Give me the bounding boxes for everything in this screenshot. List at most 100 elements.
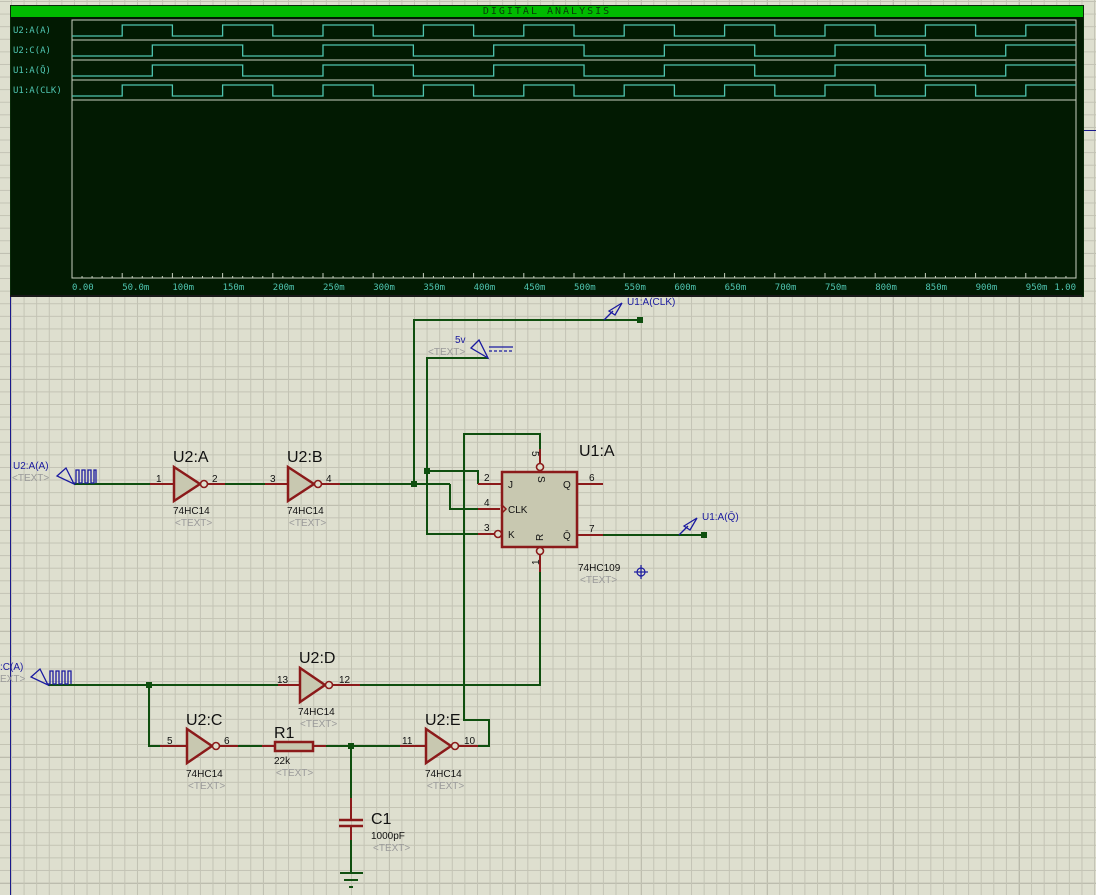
u2b-pin-in: 3 <box>270 474 276 485</box>
u2a-ref: U2:A <box>173 449 209 466</box>
u1a-label-k: K <box>508 530 515 541</box>
u1a-pin-k: 3 <box>484 523 490 534</box>
x-tick-label: 500m <box>574 283 596 293</box>
u2a-pin-out: 2 <box>212 474 218 485</box>
inverter-u2e[interactable]: U2:E 11 10 74HC14 <TEXT> <box>400 712 478 792</box>
wires <box>48 319 704 872</box>
generator-u2a-label: U2:A(A) <box>13 461 49 472</box>
trace-waveform <box>72 44 1076 57</box>
u2c-ref: U2:C <box>186 712 222 729</box>
x-tick-label: 700m <box>775 283 797 293</box>
u2d-pin-in: 13 <box>277 675 289 686</box>
x-tick-label: 650m <box>725 283 747 293</box>
x-tick-label: 1.00 <box>1054 283 1076 293</box>
x-tick-label: 950m <box>1026 283 1048 293</box>
u1a-pin-j: 2 <box>484 473 490 484</box>
trace-label[interactable]: U2:A(A) <box>13 26 51 36</box>
u1a-label-qbar: Q̄ <box>563 529 571 542</box>
x-tick-label: 750m <box>825 283 847 293</box>
u2d-pin-out: 12 <box>339 675 351 686</box>
x-tick-label: 400m <box>474 283 496 293</box>
sheet-border-left <box>10 294 11 895</box>
flipflop-u1a[interactable]: U1:A J CLK K S R Q Q̄ 2 4 3 5 1 6 7 74HC… <box>478 443 621 586</box>
x-tick-label: 0.00 <box>72 283 94 293</box>
u2d-ref: U2:D <box>299 650 335 667</box>
u2b-pin-out: 4 <box>326 474 332 485</box>
u1a-pin-qbar: 7 <box>589 524 595 535</box>
x-tick-label: 300m <box>373 283 395 293</box>
power-5v-text: <TEXT> <box>428 347 465 358</box>
generator-u2c-text: EXT> <box>0 674 25 685</box>
u1a-label-clk: CLK <box>508 505 528 516</box>
probe-qbar-label: U1:A(Q̄) <box>702 510 739 523</box>
r1-text: <TEXT> <box>276 768 313 779</box>
u1a-label-q: Q <box>563 480 571 491</box>
inverter-u2d[interactable]: U2:D 13 12 74HC14 <TEXT> <box>277 650 360 730</box>
probe-clk-label: U1:A(CLK) <box>627 297 675 308</box>
probe-qbar[interactable]: U1:A(Q̄) <box>678 510 739 536</box>
u1a-pin-r: 1 <box>531 559 542 565</box>
r1-ref: R1 <box>274 725 295 742</box>
u1a-pin-q: 6 <box>589 473 595 484</box>
c1-ref: C1 <box>371 811 392 828</box>
origin-crosshair-icon[interactable] <box>634 565 648 579</box>
trace-waveform <box>72 24 1076 37</box>
generator-u2a-input[interactable]: U2:A(A) <TEXT> <box>12 461 97 486</box>
trace-waveform <box>72 64 1076 77</box>
u1a-label-s: S <box>535 476 546 483</box>
u2c-text: <TEXT> <box>188 781 225 792</box>
trace-label[interactable]: U1:A(CLK) <box>13 86 62 96</box>
u1a-label-r: R <box>535 534 546 541</box>
u2c-part: 74HC14 <box>186 769 223 780</box>
x-tick-label: 250m <box>323 283 345 293</box>
x-tick-label: 550m <box>624 283 646 293</box>
u2e-ref: U2:E <box>425 712 461 729</box>
u1a-ref: U1:A <box>579 443 615 460</box>
resistor-r1[interactable]: R1 22k <TEXT> <box>262 725 326 779</box>
u2c-pin-out: 6 <box>224 736 230 747</box>
c1-value: 1000pF <box>371 831 405 842</box>
ground-icon[interactable] <box>340 872 363 888</box>
trace-label[interactable]: U2:C(A) <box>13 46 51 56</box>
x-tick-label: 100m <box>172 283 194 293</box>
capacitor-c1[interactable]: C1 1000pF <TEXT> <box>339 798 410 854</box>
power-5v-label: 5v <box>455 335 466 346</box>
u2d-text: <TEXT> <box>300 719 337 730</box>
u2d-part: 74HC14 <box>298 707 335 718</box>
u2b-ref: U2:B <box>287 449 323 466</box>
generator-u2c-label: :C(A) <box>0 662 23 673</box>
x-tick-label: 150m <box>223 283 245 293</box>
waveform-plot: U2:A(A) U2:C(A) U1:A(Q̄) U1:A(CLK) 0.00 50.0… <box>13 19 1077 293</box>
u2a-pin-in: 1 <box>156 474 162 485</box>
digital-analysis-graph[interactable]: DIGITAL ANALYSIS U2:A(A)U2:C(A)U1:A(Q̄)U… <box>10 5 1084 297</box>
u2e-pin-in: 11 <box>402 736 413 747</box>
u1a-pin-clk: 4 <box>484 498 490 509</box>
u1a-pin-s: 5 <box>529 451 540 457</box>
sheet-border-marker <box>1083 130 1096 131</box>
u2e-text: <TEXT> <box>427 781 464 792</box>
x-tick-label: 50.0m <box>122 283 149 293</box>
inverter-u2a[interactable]: U2:A 1 2 74HC14 <TEXT> <box>150 449 225 529</box>
trace-label[interactable]: U1:A(Q̄) <box>13 64 51 76</box>
x-tick-label: 350m <box>423 283 445 293</box>
r1-value: 22k <box>274 756 291 767</box>
graph-divider <box>10 295 1082 297</box>
junction-dots <box>146 317 707 749</box>
u2a-text: <TEXT> <box>175 518 212 529</box>
generator-u2c-input[interactable]: :C(A) EXT> <box>0 662 72 687</box>
power-terminal-5v[interactable]: 5v <TEXT> <box>428 335 513 360</box>
inverter-u2b[interactable]: U2:B 3 4 74HC14 <TEXT> <box>265 449 340 529</box>
u1a-label-j: J <box>508 480 513 491</box>
graph-title-bar[interactable]: DIGITAL ANALYSIS <box>11 6 1083 17</box>
x-tick-label: 450m <box>524 283 546 293</box>
u2b-text: <TEXT> <box>289 518 326 529</box>
u2e-pin-out: 10 <box>464 736 476 747</box>
x-tick-label: 850m <box>925 283 947 293</box>
u2e-part: 74HC14 <box>425 769 462 780</box>
inverter-u2c[interactable]: U2:C 5 6 74HC14 <TEXT> <box>160 712 238 792</box>
u1a-text: <TEXT> <box>580 575 617 586</box>
probe-clk[interactable]: U1:A(CLK) <box>603 297 675 321</box>
generator-u2a-text: <TEXT> <box>12 473 49 484</box>
